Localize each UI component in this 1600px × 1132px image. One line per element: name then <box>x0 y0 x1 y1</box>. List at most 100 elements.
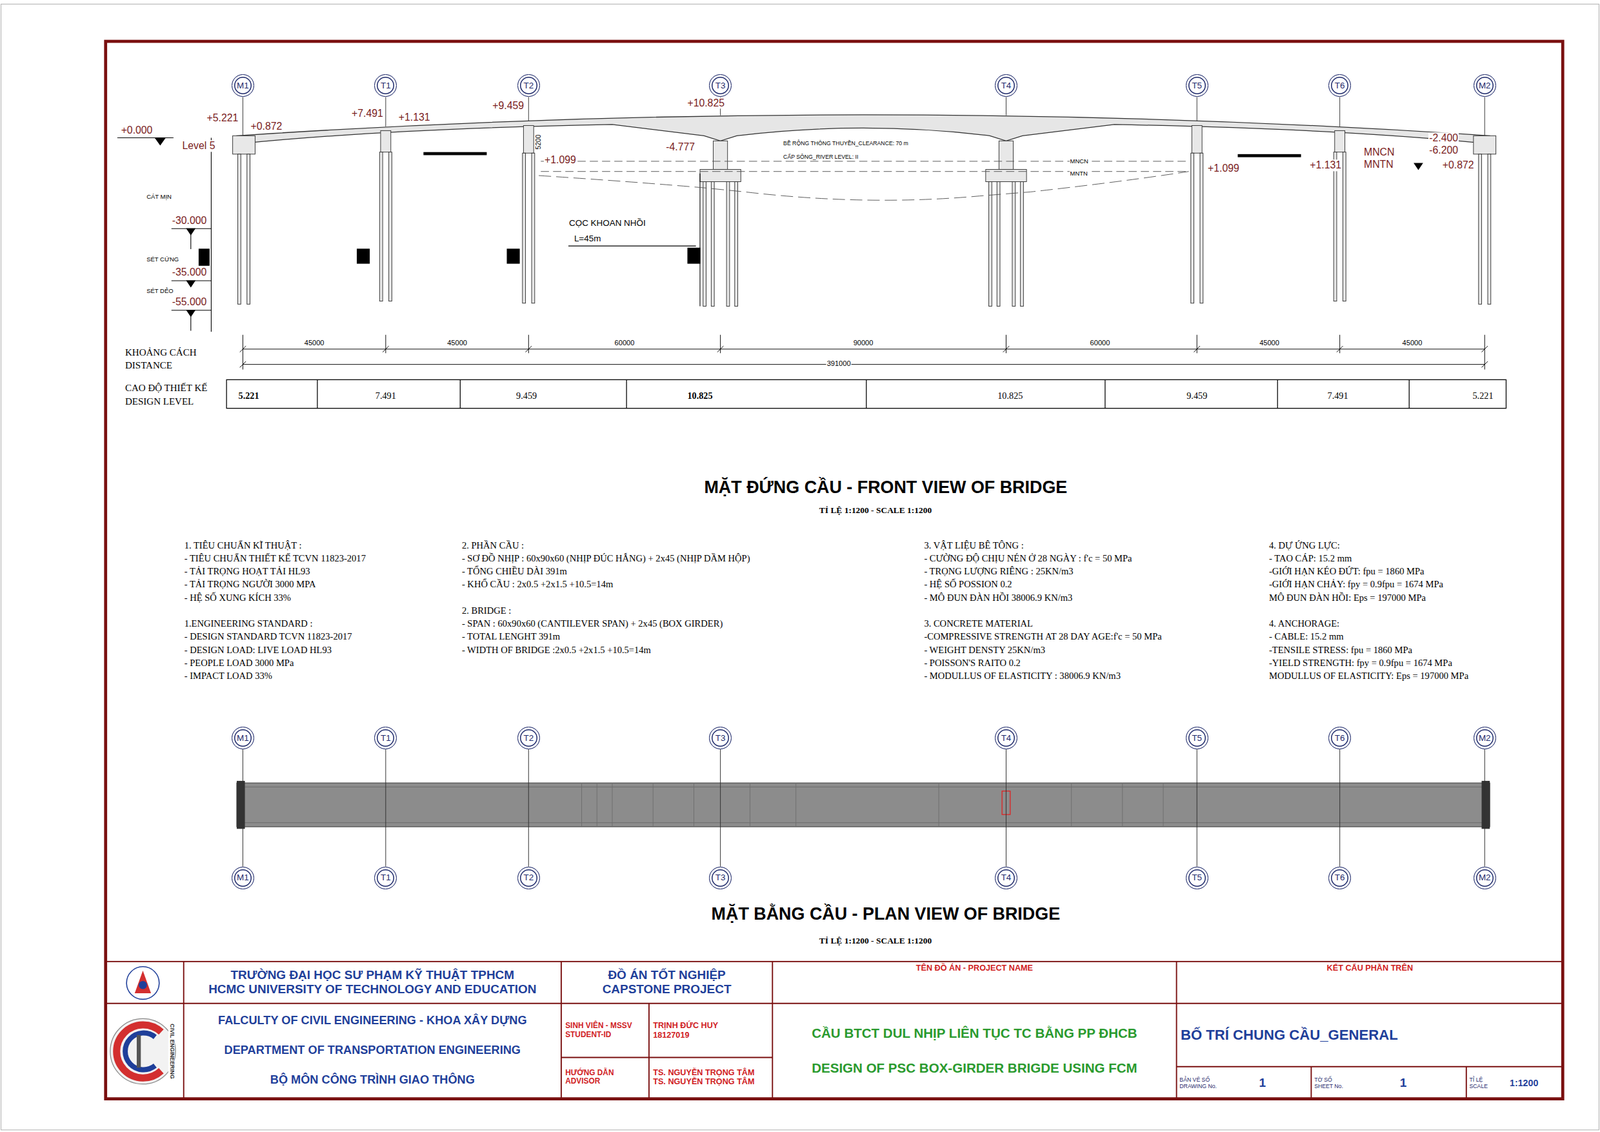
page-frame <box>105 41 1564 1099</box>
soil-profile <box>190 234 191 250</box>
title-block-cell: TÊN ĐỒ ÁN - PROJECT NAME <box>772 961 1177 1004</box>
note-line: 1.ENGINEERING STANDARD : <box>183 618 314 629</box>
note-line: - TIÊU CHUẨN THIẾT KẾ TCVN 11823-2017 <box>183 552 367 564</box>
pier-and-pile <box>1012 181 1016 307</box>
soil-profile <box>1414 163 1423 170</box>
page-frame <box>1 3 1600 1130</box>
sheet-caption: BẢN VẼ SỐDRAWING No. <box>1179 1076 1217 1090</box>
axis-line <box>1339 96 1340 127</box>
axis-name: T6 <box>1334 872 1346 882</box>
drawing-annotation: -55.000 <box>171 296 208 308</box>
pier-and-pile <box>1478 154 1482 304</box>
soil-profile <box>210 138 212 333</box>
cell-text: STUDENT-ID <box>565 1030 611 1040</box>
plan-deck <box>236 780 1490 829</box>
dimension-line <box>1003 345 1010 352</box>
water-level <box>540 160 1189 162</box>
dimension-text: 90000 <box>852 338 875 347</box>
cell-text: CAPSTONE PROJECT <box>602 981 732 997</box>
note-line: - WIDTH OF BRIDGE :2x0.5 +2x1.5 +10.5=14… <box>461 644 652 655</box>
plan-deck <box>236 786 1490 788</box>
pier-and-pile <box>1334 130 1346 152</box>
dimension-text: KHOẢNG CÁCH <box>124 346 198 358</box>
table-cell: 5.221 <box>238 390 260 402</box>
table-cell: 7.491 <box>374 390 397 402</box>
cell-text: TÊN ĐỒ ÁN - PROJECT NAME <box>916 963 1033 973</box>
grid-axis-bubble: M1 <box>231 726 255 750</box>
sheet-value: 1:1200 <box>1487 1077 1560 1088</box>
grid-axis-bubble: M1 <box>231 74 255 97</box>
grid-axis-bubble: T6 <box>1328 74 1351 97</box>
cell-text: CẦU BTCT DUL NHỊP LIÊN TỤC TC BẰNG PP ĐH… <box>811 1025 1138 1041</box>
axis-name: M2 <box>1478 81 1491 90</box>
note-line: 2. BRIDGE : <box>461 605 512 616</box>
view-title: TỈ LỆ 1:1200 - SCALE 1:1200 <box>818 505 933 515</box>
dimension-text: 45000 <box>1258 338 1280 347</box>
plan-deck <box>938 782 940 827</box>
soil-profile <box>568 245 697 247</box>
dimension-text: 60000 <box>614 338 636 347</box>
level-table <box>226 379 1506 408</box>
logo-text: CIVIL ENGINEERING <box>168 1022 175 1079</box>
level-table <box>460 379 461 408</box>
grid-axis-bubble: T3 <box>709 726 732 750</box>
drawing-annotation: CÁT MỊN <box>145 193 173 200</box>
grid-axis-bubble: T1 <box>374 74 397 97</box>
water-level <box>538 161 1189 200</box>
axis-name: T4 <box>1001 733 1012 742</box>
title-block-cell: BỐ TRÍ CHUNG CẦU_GENERAL <box>1176 1003 1564 1067</box>
title-block-cell: TS. NGUYỄN TRỌNG TÂMTS. NGUYỄN TRỌNG TÂM <box>649 1057 773 1098</box>
cell-text: DEPARTMENT OF TRANSPORTATION ENGINEERING <box>224 1043 521 1057</box>
grid-axis-bubble: T5 <box>1185 866 1209 890</box>
drawing-annotation: -4.777 <box>665 141 696 153</box>
school-logo <box>136 1034 141 1068</box>
note-line: -COMPRESSIVE STRENGTH AT 28 DAY AGE:f'c … <box>923 630 1162 642</box>
table-cell: 10.825 <box>996 390 1024 402</box>
note-line: -YIELD STRENGTH: fpy = 0.9fpu = 1674 MPa <box>1268 657 1453 668</box>
soil-profile <box>186 280 195 287</box>
table-cell: 7.491 <box>1327 390 1350 402</box>
title-block-cell: CẦU BTCT DUL NHỊP LIÊN TỤC TC BẰNG PP ĐH… <box>772 1003 1177 1098</box>
drawing-annotation: BỀ RỘNG THÔNG THUYỀN_CLEARANCE: 70 m <box>782 140 910 148</box>
drawing-annotation: +1.131 <box>398 111 431 123</box>
note-line: - CƯỜNG ĐỘ CHỊU NÉN Ở 28 NGÀY : f'c = 50… <box>923 552 1133 564</box>
axis-connector <box>1196 749 1198 867</box>
axis-name: T2 <box>523 81 534 90</box>
school-logo <box>126 966 160 1000</box>
drawing-annotation: MNCN <box>1069 158 1090 165</box>
drawing-annotation: MNCN <box>1363 146 1395 158</box>
drawing-annotation: -35.000 <box>171 267 208 279</box>
note-line: - POISSON'S RAITO 0.2 <box>923 657 1021 668</box>
plan-deck <box>652 782 654 827</box>
pier-and-pile <box>522 152 526 303</box>
note-line: - TRỌNG LƯỢNG RIÊNG : 25KN/m3 <box>923 565 1074 577</box>
note-line: MODULLUS OF ELASTICITY: Eps = 197000 MPa <box>1268 670 1470 681</box>
note-line: 2. PHẦN CẦU : <box>461 540 525 551</box>
plan-deck <box>1481 780 1491 829</box>
grid-axis-bubble: T2 <box>517 726 540 750</box>
note-line: - KHỔ CẦU : 2x0.5 +2x1.5 +10.5=14m <box>461 578 614 590</box>
title-block-cell: TỈ LỆSCALE1:1200 <box>1466 1066 1564 1100</box>
level-table <box>226 379 1506 408</box>
cell-text: TRỊNH ĐỨC HUY <box>652 1020 719 1031</box>
dimension-line <box>1336 345 1343 352</box>
pier-and-pile <box>232 135 256 154</box>
cell-text: FALCULTY OF CIVIL ENGINEERING - KHOA XÂY… <box>218 1013 528 1028</box>
title-block-grid <box>561 1056 773 1059</box>
school-logo <box>110 966 176 1084</box>
note-line: -GIỚI HẠN KÉO ĐỨT: fpu = 1860 MPa <box>1268 565 1426 577</box>
school-logo <box>125 1032 155 1070</box>
soil-profile <box>190 316 191 331</box>
dimension-line <box>240 334 1488 370</box>
grid-axis-bubble: T1 <box>374 866 397 890</box>
dimension-text: 45000 <box>303 338 326 347</box>
pier-and-pile <box>996 181 1000 307</box>
axis-name: M1 <box>236 81 250 90</box>
pier-and-pile <box>531 152 535 303</box>
dimension-line <box>720 334 721 353</box>
table-cell: 10.825 <box>686 390 713 402</box>
pier-and-pile <box>710 181 715 307</box>
pier-and-pile <box>1191 125 1202 154</box>
axis-name: T1 <box>380 733 391 742</box>
view-title: MẶT ĐỨNG CẦU - FRONT VIEW OF BRIDGE <box>703 478 1068 498</box>
